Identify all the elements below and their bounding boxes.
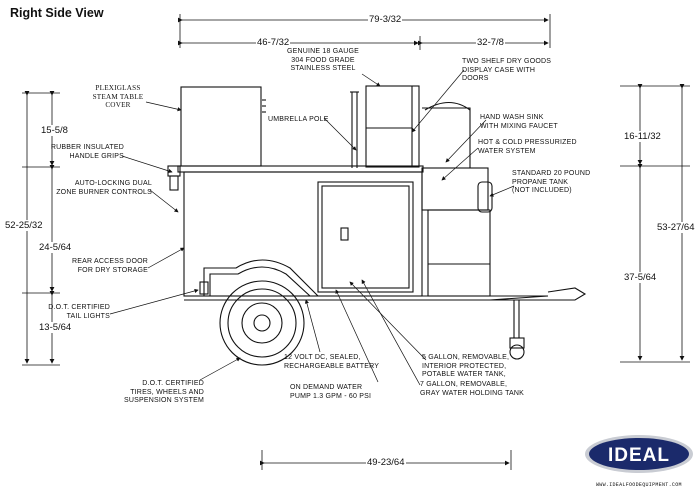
label-plexiglass-cover: PLEXIGLASS STEAM TABLE COVER — [92, 84, 144, 109]
dim-left-middle: 24-5/64 — [38, 242, 73, 253]
label-burner-controls: AUTO-LOCKING DUAL ZONE BURNER CONTROLS — [56, 180, 152, 196]
leader-lines — [109, 69, 515, 386]
logo-text: IDEAL — [608, 445, 670, 466]
dim-left-total: 52-25/32 — [4, 220, 44, 231]
dim-base-length: 49-23/64 — [366, 457, 406, 468]
label-dry-goods-case: TWO SHELF DRY GOODS DISPLAY CASE WITH DO… — [462, 58, 552, 82]
label-rear-access-door: REAR ACCESS DOOR FOR DRY STORAGE — [72, 258, 148, 274]
dim-left-lower: 13-5/64 — [38, 322, 73, 333]
label-potable-tank: 5 GALLON, REMOVABLE, INTERIOR PROTECTED,… — [422, 354, 510, 378]
dim-rear-section: 32-7/8 — [476, 37, 505, 48]
dim-overall-length: 79-3/32 — [368, 14, 403, 25]
label-water-pump: ON DEMAND WATER PUMP 1.3 GPM - 60 PSI — [290, 384, 372, 400]
label-hand-wash-sink: HAND WASH SINK WITH MIXING FAUCET — [480, 114, 558, 130]
dim-right-total: 53-27/64 — [656, 222, 696, 233]
dim-right-lower: 37-5/64 — [623, 272, 658, 283]
view-title: Right Side View — [10, 6, 104, 20]
label-gray-water-tank: 7 GALLON, REMOVABLE, GRAY WATER HOLDING … — [420, 381, 525, 397]
label-battery: 12 VOLT DC, SEALED, RECHARGEABLE BATTERY — [284, 354, 380, 370]
dim-left-upper: 15-5/8 — [40, 125, 69, 136]
trailer-body — [167, 85, 587, 366]
label-propane-tank: STANDARD 20 POUND PROPANE TANK (NOT INCL… — [512, 170, 591, 194]
label-tail-lights: D.O.T. CERTIFIED TAIL LIGHTS — [48, 304, 110, 320]
label-stainless-steel: GENUINE 18 GAUGE 304 FOOD GRADE STAINLES… — [286, 48, 360, 72]
logo-url: WWW.IDEALFOODEQUIPMENT.COM — [596, 482, 682, 488]
dim-front-section: 46-7/32 — [256, 37, 291, 48]
label-handle-grips: RUBBER INSULATED HANDLE GRIPS — [50, 144, 124, 160]
dim-right-upper: 16-11/32 — [623, 131, 662, 142]
label-water-system: HOT & COLD PRESSURIZED WATER SYSTEM — [478, 139, 577, 155]
label-umbrella-pole: UMBRELLA POLE — [268, 116, 329, 123]
ideal-logo: IDEAL — [585, 435, 693, 473]
label-tires-suspension: D.O.T. CERTIFIED TIRES, WHEELS AND SUSPE… — [123, 380, 204, 404]
